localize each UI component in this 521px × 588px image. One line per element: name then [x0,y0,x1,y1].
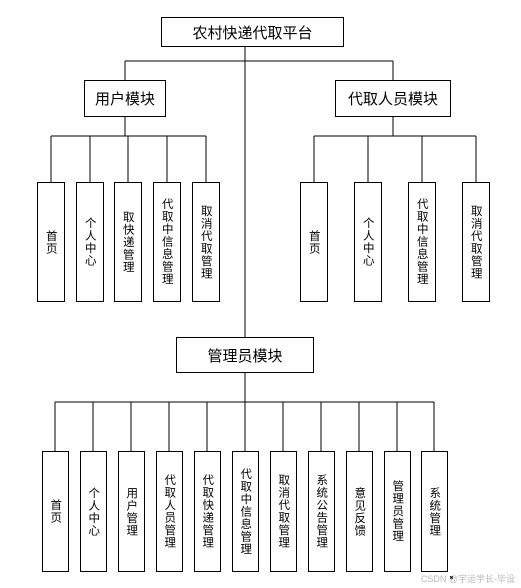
user-item-node: 取消代取管理 [192,182,220,302]
courier-item-node: 代取中信息管理 [408,182,436,302]
user-item-node: 取快递管理 [114,182,142,302]
user-item-node: 代取中信息管理 [153,182,181,302]
admin-item-node: 代取中信息管理 [232,451,259,572]
user-module-node: 用户模块 [84,80,166,117]
admin-item-node: 代取快递管理 [194,451,221,572]
root-node: 农村快递代取平台 [161,17,344,47]
admin-item-node: 意见反馈 [346,451,373,572]
admin-item-node: 个人中心 [80,451,107,572]
courier-module-node: 代取人员模块 [335,80,451,117]
admin-module-node: 管理员模块 [176,337,314,373]
admin-item-node: 系统管理 [421,451,448,572]
admin-item-node: 取消代取管理 [270,451,297,572]
user-item-node: 首页 [37,182,65,302]
admin-item-node: 系统公告管理 [308,451,335,572]
admin-item-node: 用户管理 [118,451,145,572]
courier-item-node: 取消代取管理 [462,182,490,302]
stray-dot [450,576,453,579]
user-item-node: 个人中心 [76,182,104,302]
admin-item-node: 首页 [42,451,69,572]
courier-item-node: 个人中心 [354,182,382,302]
courier-item-node: 首页 [300,182,328,302]
watermark: CSDN @宇运学长-毕设 [420,574,515,584]
admin-item-node: 代取人员管理 [156,451,183,572]
admin-item-node: 管理员管理 [384,451,411,572]
